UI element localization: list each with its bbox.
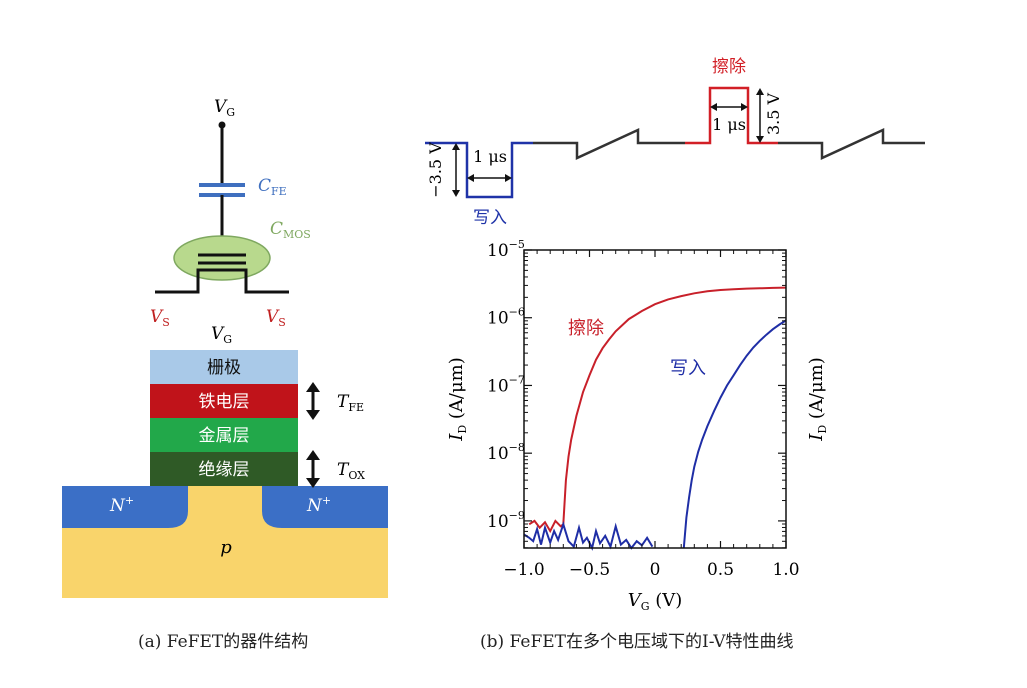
ferroelectric-layer-label: 铁电层	[199, 392, 250, 412]
x-axis-label: VG (V)	[628, 590, 683, 613]
ferroelectric-layer	[150, 384, 298, 418]
gate-layer	[150, 350, 298, 384]
n-plus-left-region	[62, 486, 188, 528]
source-drain-wire	[155, 268, 289, 294]
y-tick-label: 10−5	[487, 238, 525, 261]
metal-layer-label: 金属层	[199, 426, 250, 446]
erase-pulse	[685, 86, 778, 145]
erase-voltage-arrow	[756, 88, 764, 143]
x-tick-label: 0.5	[707, 560, 734, 580]
n-plus-right-region	[262, 486, 388, 528]
baseline-sawtooth-1	[533, 128, 685, 160]
vg-top-label: VG	[214, 97, 235, 119]
series-line-1	[682, 319, 787, 549]
n-plus-right-label: N+	[306, 494, 331, 516]
vs-left-label: VS	[150, 307, 170, 329]
caption-b: (b) FeFET在多个电压域下的I-V特性曲线	[480, 632, 794, 652]
vs-right-label: VS	[266, 307, 286, 329]
metal-layer	[150, 418, 298, 452]
y-tick-label: 10−7	[487, 373, 525, 396]
write-pulse	[436, 141, 533, 199]
n-plus-left-label: N+	[109, 494, 134, 516]
tox-label: TOX	[337, 460, 365, 482]
insulator-layer-label: 绝缘层	[199, 460, 250, 480]
erase-curve-annotation: 擦除	[568, 318, 604, 339]
erase-width-label: 1 μs	[712, 115, 746, 134]
tox-arrow	[306, 450, 320, 488]
x-tick-label: 0	[650, 560, 661, 580]
erase-pulse-label: 擦除	[712, 57, 746, 77]
erase-width-arrow	[710, 103, 748, 111]
substrate-label: p	[220, 537, 232, 558]
x-tick-label: −1.0	[503, 560, 544, 580]
tfe-arrow	[306, 382, 320, 420]
plot-frame	[523, 249, 787, 549]
series-line-0	[528, 286, 787, 534]
insulator-layer	[150, 452, 298, 486]
baseline-sawtooth-2	[778, 128, 925, 160]
vg-stack-label: VG	[211, 324, 232, 346]
x-tick-label: 1.0	[772, 560, 799, 580]
write-width-label: 1 μs	[473, 147, 507, 166]
series-line-2	[523, 521, 654, 551]
write-voltage-arrow	[452, 143, 460, 197]
y-tick-label: 10−8	[487, 441, 525, 464]
write-voltage-label: −3.5 V	[426, 142, 445, 198]
y-axis-label: ID (A/μm)	[446, 357, 469, 442]
write-pulse-label: 写入	[473, 208, 507, 228]
write-width-arrow	[467, 174, 512, 182]
gate-layer-label: 栅极	[207, 358, 241, 378]
erase-voltage-label: 3.5 V	[764, 93, 783, 136]
x-tick-label: −0.5	[569, 560, 610, 580]
caption-a: (a) FeFET的器件结构	[138, 632, 309, 652]
cmos-label: CMOS	[270, 219, 311, 241]
tfe-label: TFE	[337, 392, 364, 414]
y-tick-label: 10−9	[487, 509, 525, 532]
cfe-label: CFE	[258, 176, 287, 198]
gate-terminal-dot	[218, 121, 226, 129]
y-tick-label: 10−6	[487, 306, 525, 329]
write-curve-annotation: 写入	[670, 358, 706, 379]
y2-axis-label: ID (A/μm)	[806, 357, 829, 442]
